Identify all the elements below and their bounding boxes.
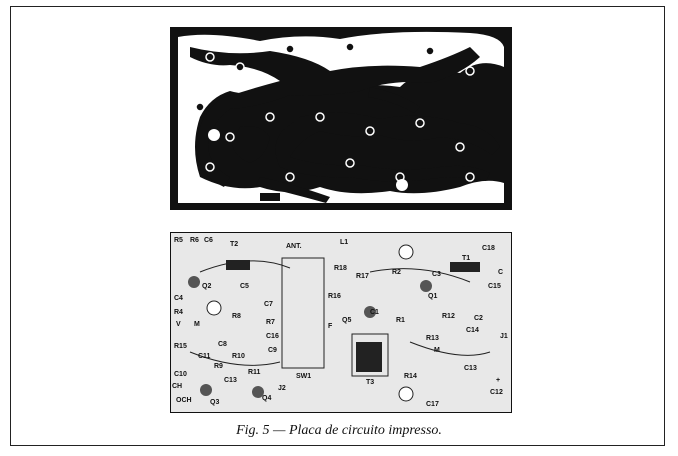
label-q1: Q1 (428, 293, 437, 300)
label-r13: R13 (426, 335, 439, 342)
label-r16: R16 (328, 293, 341, 300)
label-r10: R10 (232, 353, 245, 360)
label-r14: R14 (404, 373, 417, 380)
label-sw1: SW1 (296, 373, 311, 380)
label-m: M (194, 321, 200, 328)
label-q4: Q4 (262, 395, 271, 402)
label-c11: C11 (198, 353, 211, 360)
label-r17: R17 (356, 273, 369, 280)
label-ant: ANT. (286, 243, 302, 250)
label-c12: C12 (490, 389, 503, 396)
label-c2: C2 (474, 315, 483, 322)
label-c7: C7 (264, 301, 273, 308)
component-silkscreen-layout: R5 R6 C6 T2 ANT. L1 C18 T1 C C15 Q2 R18 … (170, 232, 512, 413)
label-ch: CH (172, 383, 182, 390)
label-t1: T1 (462, 255, 470, 262)
label-j2: J2 (278, 385, 286, 392)
label-t2: T2 (230, 241, 238, 248)
label-c18: C18 (482, 245, 495, 252)
label-c3: C3 (432, 271, 441, 278)
label-r5: R5 (174, 237, 183, 244)
label-l1: L1 (340, 239, 348, 246)
label-r2: R2 (392, 269, 401, 276)
label-r9: R9 (214, 363, 223, 370)
label-j1: J1 (500, 333, 508, 340)
label-och: OCH (176, 397, 192, 404)
label-q5: Q5 (342, 317, 351, 324)
figure-frame (10, 6, 665, 446)
label-v: V (176, 321, 181, 328)
label-c8: C8 (218, 341, 227, 348)
label-q3: Q3 (210, 399, 219, 406)
label-c9: C9 (268, 347, 277, 354)
label-r1: R1 (396, 317, 405, 324)
label-c4: C4 (174, 295, 183, 302)
label-r15: R15 (174, 343, 187, 350)
label-c13b: C13 (464, 365, 477, 372)
label-r12: R12 (442, 313, 455, 320)
label-c5: C5 (240, 283, 249, 290)
label-r11: R11 (248, 369, 261, 376)
label-q2: Q2 (202, 283, 211, 290)
label-r4: R4 (174, 309, 183, 316)
label-f: F (328, 323, 333, 330)
label-t3: T3 (366, 379, 374, 386)
copper-foil-layout (170, 27, 512, 210)
label-c6: C6 (204, 237, 213, 244)
label-r6: R6 (190, 237, 199, 244)
label-r7: R7 (266, 319, 275, 326)
label-c: C (498, 269, 503, 276)
label-c15: C15 (488, 283, 501, 290)
label-c16: C16 (266, 333, 279, 340)
label-c14: C14 (466, 327, 479, 334)
label-c17: C17 (426, 401, 439, 408)
figure-caption: Fig. 5 — Placa de circuito impresso. (236, 423, 442, 438)
label-plus: + (496, 377, 500, 384)
label-c13: C13 (224, 377, 237, 384)
label-m2: M (434, 347, 440, 354)
label-r8: R8 (232, 313, 241, 320)
label-c10: C10 (174, 371, 187, 378)
label-r18: R18 (334, 265, 347, 272)
label-c1: C1 (370, 309, 379, 316)
